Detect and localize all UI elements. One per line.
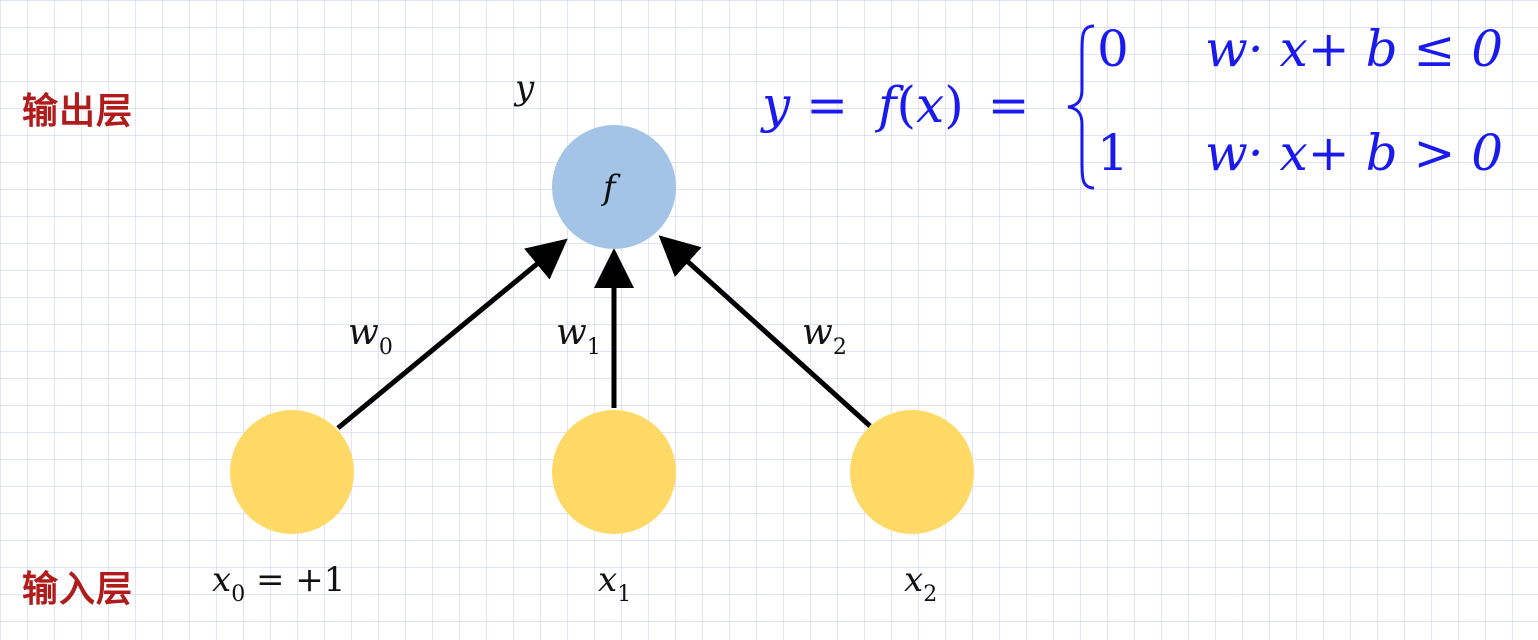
formula-lhs: y = f(x) = xyxy=(762,76,1030,134)
edge-w0-arrow xyxy=(336,238,568,430)
input-node-x1 xyxy=(552,410,676,534)
input-x1-label: x1 xyxy=(598,560,632,607)
case2-condition: w· x+ b > 0 xyxy=(1205,124,1504,182)
edge-w2-arrow xyxy=(658,235,872,428)
input-x2-label: x2 xyxy=(904,560,938,607)
output-layer-label: 输出层 xyxy=(22,91,134,132)
input-node-x0 xyxy=(230,410,354,534)
output-y-label: y xyxy=(515,68,535,108)
input-node-x2 xyxy=(850,410,974,534)
output-node xyxy=(552,125,676,249)
case2-value: 1 xyxy=(1097,124,1129,182)
case1-value: 0 xyxy=(1097,20,1129,78)
input-layer-label: 输入层 xyxy=(22,569,134,610)
input-x0-label: x0 = +1 xyxy=(212,560,346,607)
weight-w0-label: w0 xyxy=(348,312,393,360)
weight-w1-label: w1 xyxy=(556,312,601,360)
weight-w2-label: w2 xyxy=(802,312,847,360)
output-function-label: f xyxy=(603,168,616,208)
formula-brace xyxy=(1067,24,1095,190)
case1-condition: w· x+ b ≤ 0 xyxy=(1205,20,1504,78)
